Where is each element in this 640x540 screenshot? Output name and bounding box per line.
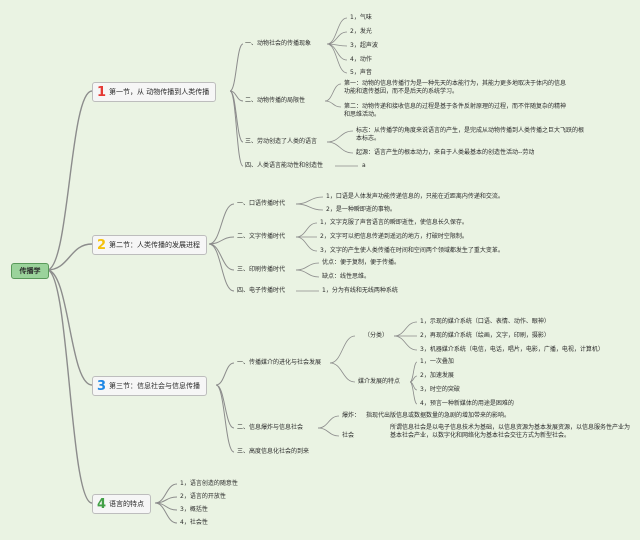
s2-b-point-3[interactable]: 3，文字的产生使人类传播在时间和空间两个领域都发生了重大变革。 <box>320 247 504 254</box>
section-4-title: 语言的特点 <box>109 500 145 508</box>
s2-topic-b[interactable]: 二、文字传播时代 <box>237 233 286 240</box>
connector-line <box>326 43 348 74</box>
connector-line <box>326 17 348 45</box>
s1-a-item-2[interactable]: 2，发光 <box>350 28 372 35</box>
connector-line <box>295 222 318 238</box>
s4-item-2[interactable]: 2，语言的开放性 <box>180 493 226 500</box>
s1-topic-c[interactable]: 三、劳动创造了人类的语言 <box>245 138 318 145</box>
s2-c-point-2[interactable]: 缺点：线性思维。 <box>322 273 371 280</box>
connector-line <box>326 130 354 143</box>
s3-class-2[interactable]: 2，再现的媒介系统（绘画，文字，印刷，摄影） <box>420 332 550 339</box>
s2-a-point-2[interactable]: 2，是一种瞬即逝的事物。 <box>326 206 396 213</box>
s3-trend-1[interactable]: 1，一次叠加 <box>420 358 454 365</box>
section-3-title: 第三节：信息社会与信息传播 <box>109 382 201 390</box>
s1-topic-a[interactable]: 一、动物社会的传播现象 <box>245 40 312 47</box>
section-2-number: 2 <box>97 238 107 253</box>
connector-line <box>208 236 235 245</box>
s3-trend-3[interactable]: 3，时空的突破 <box>420 386 460 393</box>
connector-line <box>295 236 318 252</box>
connector-line <box>324 100 342 108</box>
s3-b-label-1[interactable]: 爆炸： <box>342 412 361 419</box>
connector-line <box>324 83 342 102</box>
s1-b-point-2[interactable]: 第二：动物传递和接收信息的过程是基于条件反射原理的过程，而不伴随复杂的精神和思维… <box>344 103 567 118</box>
s3-class-3[interactable]: 3，机器媒介系统（电信，电话，唱片，电影，广播，电视，计算机） <box>420 346 604 353</box>
s3-class-label[interactable]: （分类） <box>364 332 389 339</box>
connector-line <box>46 269 93 504</box>
s2-c-point-1[interactable]: 优点：便于复制，便于传播。 <box>322 259 401 266</box>
s2-topic-a[interactable]: 一、口语传播时代 <box>237 200 286 207</box>
connector-line <box>317 427 340 437</box>
connector-line <box>329 335 356 364</box>
connector-line <box>46 243 93 271</box>
s1-a-item-5[interactable]: 5，声音 <box>350 69 372 76</box>
s1-d-note: a <box>362 162 366 169</box>
s2-b-point-1[interactable]: 1，文字克服了声音语言的瞬即逝性，使信息长久保存。 <box>320 219 468 226</box>
section-3-number: 3 <box>97 379 107 394</box>
s3-trend-label[interactable]: 媒介发展的特点 <box>358 378 401 385</box>
s2-d-point-1[interactable]: 1，分为有线和无线两种系统 <box>322 287 398 294</box>
s3-trend-2[interactable]: 2，加速发展 <box>420 372 454 379</box>
s4-item-1[interactable]: 1，语言创造的随意性 <box>180 480 238 487</box>
section-1-title: 第一节，从 动物传播到人类传播 <box>109 88 210 96</box>
connector-line <box>229 43 244 92</box>
connector-line <box>295 262 320 271</box>
s1-topic-d[interactable]: 四、人类语言能动性和创造性 <box>245 162 324 169</box>
connector-line <box>393 321 418 337</box>
section-1-number: 1 <box>97 85 107 100</box>
connector-line <box>215 362 235 386</box>
connector-line <box>295 196 324 205</box>
s1-a-item-3[interactable]: 3，超声波 <box>350 42 378 49</box>
s2-topic-c[interactable]: 三、印刷传播时代 <box>237 266 286 273</box>
connector-line <box>409 381 418 405</box>
s3-topic-a[interactable]: 一、传播媒介的进化与社会发展 <box>237 359 322 366</box>
connector-line <box>208 243 235 292</box>
connector-line <box>326 141 354 154</box>
s3-trend-4[interactable]: 4，预言一种新媒体的用途是困难的 <box>420 400 514 407</box>
connector-line <box>326 31 348 45</box>
connector-line <box>154 502 178 524</box>
s3-b-label-2[interactable]: 社会 <box>342 432 355 439</box>
connector-line <box>229 90 244 143</box>
s3-b-point-2[interactable]: 所谓信息社会是以电子信息技术为基础，以信息资源为基本发展资源，以信息服务性产业为… <box>390 424 631 439</box>
connector-line <box>393 335 418 351</box>
connector-line <box>46 269 93 386</box>
root-topic[interactable]: 传播学 <box>11 263 49 279</box>
s1-a-item-1[interactable]: 1，气味 <box>350 14 372 21</box>
s3-b-point-1[interactable]: 指现代出版信息或数据数量的急剧的增加带来的影响。 <box>366 412 511 419</box>
s3-topic-c[interactable]: 三、高度信息化社会的到来 <box>237 448 310 455</box>
section-2-title: 第二节：人类传播的发展进程 <box>109 241 201 249</box>
connector-line <box>229 90 244 167</box>
s2-b-point-2[interactable]: 2，文字可以把信息传递到遥远的地方，打破时空限制。 <box>320 233 468 240</box>
s1-topic-b[interactable]: 二、动物传播的局限性 <box>245 97 306 104</box>
s4-item-4[interactable]: 4，社会性 <box>180 519 208 526</box>
connector-line <box>215 384 235 453</box>
s1-b-point-1[interactable]: 第一：动物的信息传播行为是一种先天的本能行为，其能力更多地取决于体内的信息功能和… <box>344 80 567 95</box>
s1-c-point-1[interactable]: 标志：从传播学的角度来说语言的产生，是完成从动物传播到人类传播之巨大飞跃的根本标… <box>356 127 585 142</box>
s1-a-item-4[interactable]: 4，动作 <box>350 56 372 63</box>
s2-topic-d[interactable]: 四、电子传播时代 <box>237 287 286 294</box>
connector-line <box>329 362 356 383</box>
s3-class-1[interactable]: 1，示现的媒介系统（口语、表情、动作、眼神） <box>420 318 550 325</box>
connector-line <box>46 90 93 271</box>
connector-line <box>208 203 235 245</box>
s4-item-3[interactable]: 3，概括性 <box>180 506 208 513</box>
section-4-number: 4 <box>97 497 107 512</box>
s2-a-point-1[interactable]: 1，口语是人体发声功能传递信息的，只能在近距离内传递和交流。 <box>326 193 504 200</box>
s3-topic-b[interactable]: 二、信息爆炸与信息社会 <box>237 424 304 431</box>
s1-c-point-2[interactable]: 起源：语言产生的根本动力，来自于人类最基本的创造性活动--劳动 <box>356 149 535 156</box>
connector-line <box>295 269 320 278</box>
connector-line <box>317 415 340 429</box>
connector-line <box>295 203 324 211</box>
